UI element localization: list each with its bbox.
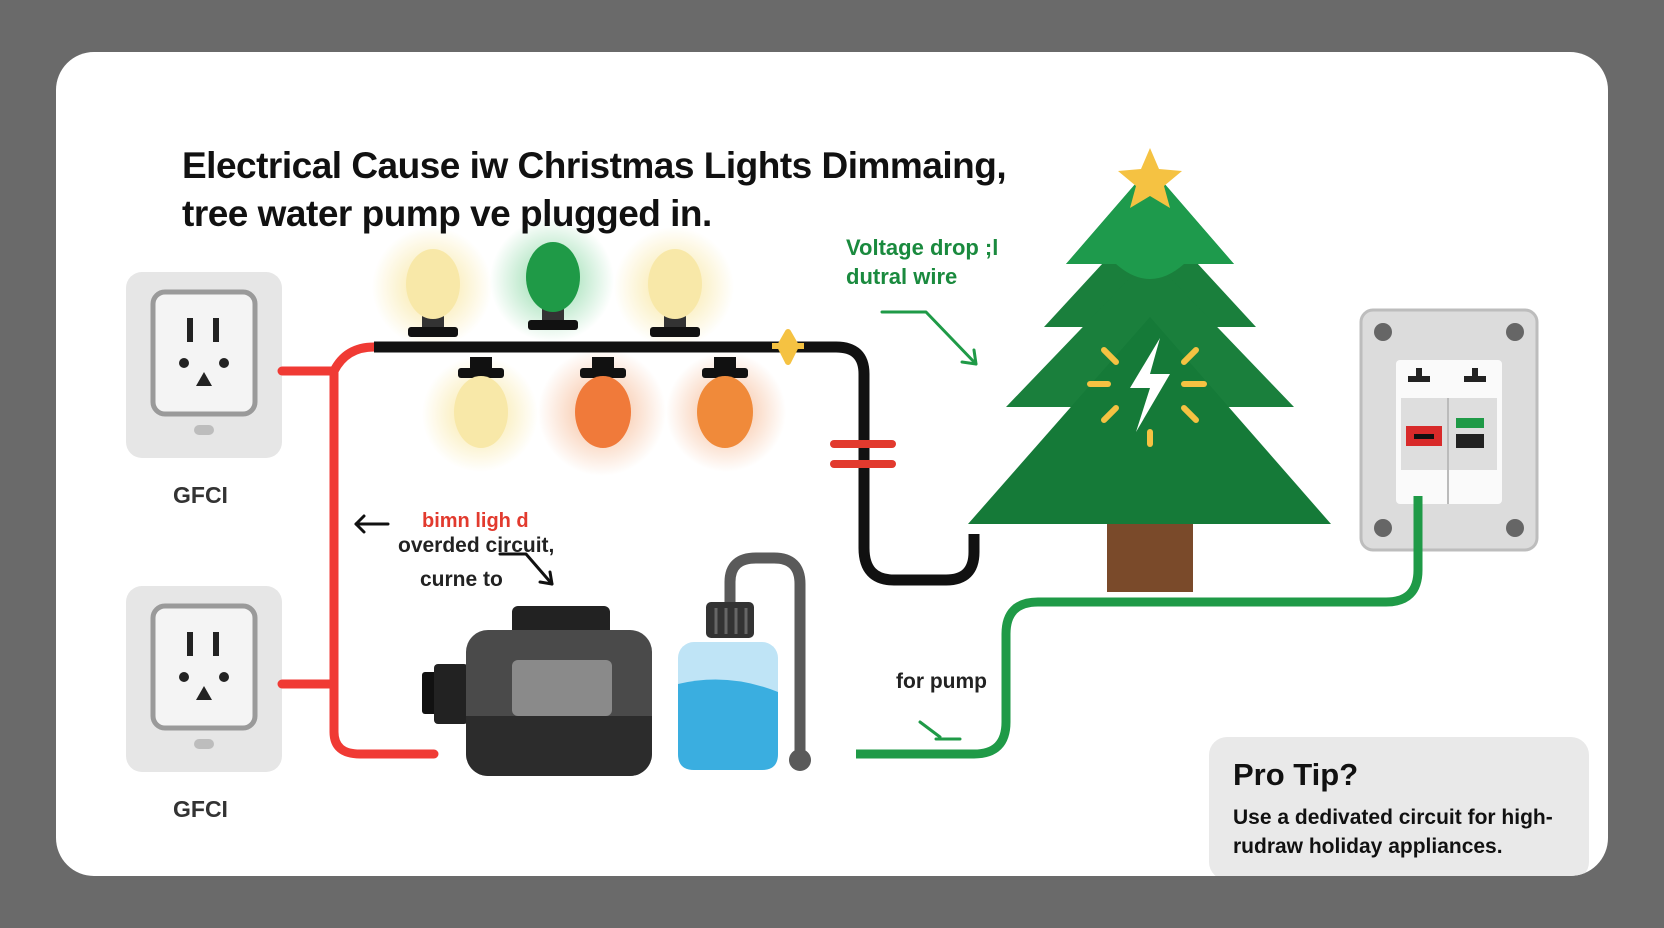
for-pump-label: for pump <box>896 670 987 693</box>
outlet-bottom-icon <box>126 586 282 772</box>
arrow-icon <box>354 514 554 586</box>
overloaded-label-1: overded circuit, <box>398 534 555 557</box>
overloaded-label-2: curne to <box>420 568 503 591</box>
dim-light-label: bimn ligh d <box>422 510 529 532</box>
bulb-icon <box>648 249 702 337</box>
bulb-icon <box>406 249 460 337</box>
pump-hose <box>724 552 806 764</box>
outlet-top-icon <box>126 272 282 458</box>
bulb-icon <box>526 242 580 330</box>
breaker-panel-icon <box>1359 308 1539 552</box>
light-string-wire <box>374 341 980 586</box>
arrow-icon <box>880 310 978 741</box>
outlet-label-bottom: GFCI <box>173 796 228 822</box>
voltage-drop-line-1: Voltage drop ;l <box>846 235 999 260</box>
green-wire <box>856 496 1423 759</box>
pro-tip-body: Use a dedivated circuit for high-rudraw … <box>1233 806 1553 858</box>
title-line-2: tree water pump ve plugged in. <box>182 193 712 234</box>
bulb-icon <box>454 357 508 448</box>
pump-icon <box>422 606 652 776</box>
page-title: Electrical Cause iw Christmas Lights Dim… <box>182 142 1082 238</box>
bulb-icon <box>697 357 753 448</box>
break-marks <box>830 440 896 468</box>
spark-icon <box>772 329 804 365</box>
diagram-card: Electrical Cause iw Christmas Lights Dim… <box>56 52 1608 876</box>
outlet-label-top: GFCI <box>173 482 228 508</box>
voltage-drop-label: Voltage drop ;l dutral wire <box>846 233 998 291</box>
star-icon <box>1118 148 1182 208</box>
bulb-icon <box>575 357 631 448</box>
title-line-1: Electrical Cause iw Christmas Lights Dim… <box>182 145 1007 186</box>
lightning-icon <box>1087 338 1207 447</box>
water-bottle-icon <box>678 602 778 770</box>
red-wire <box>277 342 439 759</box>
tree-icon <box>968 167 1331 592</box>
pro-tip-box: Pro Tip? Use a dedivated circuit for hig… <box>1209 737 1589 876</box>
diagram-canvas <box>126 148 1539 776</box>
voltage-drop-line-2: dutral wire <box>846 264 958 289</box>
pro-tip-title: Pro Tip? <box>1233 757 1359 792</box>
